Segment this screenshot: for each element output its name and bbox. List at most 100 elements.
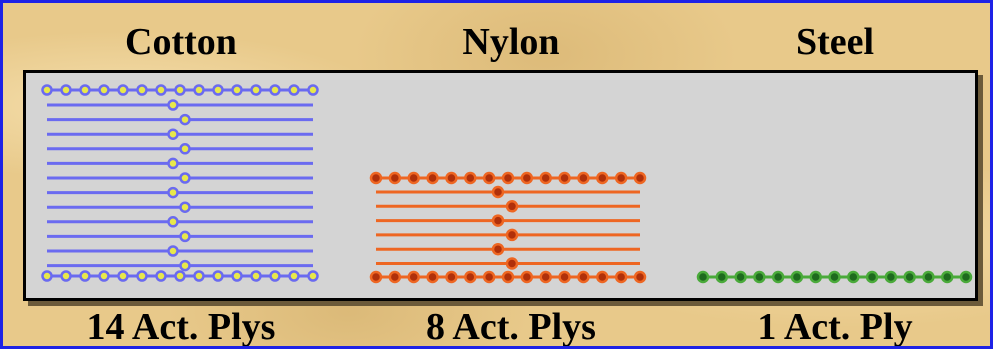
- cotton-top-row-bead: [79, 84, 91, 96]
- cotton-top-row-bead: [193, 84, 205, 96]
- nylon-top-row-bead: [520, 171, 534, 185]
- cotton-top-row-bead: [41, 84, 53, 96]
- cotton-top-row-bead: [174, 84, 186, 96]
- nylon-bottom-row-bead: [558, 270, 571, 284]
- nylon-splice-knot: [505, 228, 519, 242]
- cotton-top-row-bead: [98, 84, 110, 96]
- nylon-bottom-row-bead: [464, 270, 477, 284]
- nylon-bottom-row-bead: [482, 270, 496, 284]
- nylon-bottom-row-bead: [426, 270, 439, 284]
- nylon-top-row-bead: [614, 171, 628, 185]
- nylon-top-row-bead: [426, 171, 439, 185]
- nylon-bottom-row-bead: [501, 270, 515, 284]
- cotton-bottom-row-bead: [269, 270, 281, 282]
- cotton-splice-knot: [167, 245, 179, 257]
- steel-row-bead: [696, 270, 710, 284]
- cotton-splice-knot: [167, 186, 179, 199]
- cotton-top-row-bead: [117, 84, 129, 96]
- cotton-ply-count: 14 Act. Plys: [86, 306, 276, 348]
- cotton-splice-knot: [179, 201, 191, 213]
- steel-row-bead: [847, 270, 860, 284]
- steel-row-bead: [809, 270, 822, 284]
- nylon-top-row-bead: [577, 171, 590, 185]
- cotton-bottom-row-bead: [288, 270, 300, 282]
- nylon-bottom-row-bead: [633, 270, 647, 284]
- nylon-splice-knot: [505, 200, 519, 213]
- cotton-bottom-row-bead: [60, 270, 72, 282]
- nylon-splice-knot: [505, 257, 519, 270]
- cotton-bottom-row-bead: [117, 270, 129, 282]
- cotton-bottom-row-bead: [193, 270, 205, 282]
- nylon-top-row-bead: [596, 171, 609, 185]
- cotton-top-row-bead: [288, 84, 300, 96]
- cotton-bottom-row-bead: [41, 270, 53, 282]
- nylon-top-row-bead: [407, 171, 420, 185]
- steel-row-bead: [922, 270, 935, 284]
- nylon-bottom-row-bead: [407, 270, 420, 284]
- nylon-bottom-row-bead: [369, 270, 383, 284]
- cotton-splice-knot: [167, 99, 179, 111]
- nylon-bottom-row-bead: [596, 270, 609, 284]
- nylon-top-row-bead: [482, 171, 496, 185]
- cotton-bottom-row-bead: [231, 270, 243, 282]
- steel-row-bead: [940, 270, 954, 284]
- steel-row-bead: [828, 270, 841, 284]
- cotton-top-row-bead: [155, 84, 167, 96]
- cotton-splice-knot: [167, 128, 179, 140]
- nylon-top-row-bead: [464, 171, 477, 185]
- nylon-bottom-row-bead: [577, 270, 590, 284]
- cotton-top-row-bead: [250, 84, 262, 96]
- nylon-bottom-row-bead: [520, 270, 534, 284]
- nylon-bottom-row-bead: [614, 270, 628, 284]
- cotton-splice-knot: [179, 230, 191, 243]
- cotton-bottom-row-bead: [98, 270, 110, 282]
- nylon-top-row-bead: [539, 171, 552, 185]
- cotton-bottom-row-bead: [174, 270, 186, 282]
- cotton-splice-knot: [179, 113, 191, 126]
- cotton-bottom-row-bead: [212, 270, 224, 282]
- nylon-splice-knot: [491, 214, 505, 227]
- nylon-bottom-row-bead: [539, 270, 552, 284]
- steel-row-bead: [790, 270, 804, 284]
- steel-row-bead: [715, 270, 729, 284]
- nylon-splice-knot: [491, 242, 505, 256]
- cotton-bottom-row-bead: [250, 270, 262, 282]
- nylon-top-row-bead: [501, 171, 515, 185]
- cotton-top-row-bead: [269, 84, 281, 96]
- steel-row-bead: [884, 270, 898, 284]
- nylon-top-row-bead: [558, 171, 571, 185]
- cotton-heading: Cotton: [125, 21, 237, 63]
- steel-heading: Steel: [795, 21, 875, 63]
- cotton-splice-knot: [167, 157, 179, 170]
- nylon-heading: Nylon: [462, 21, 560, 63]
- cotton-splice-knot: [179, 172, 191, 184]
- steel-row-bead: [865, 270, 879, 284]
- steel-ply-count: 1 Act. Ply: [757, 306, 913, 348]
- nylon-top-row-bead: [633, 171, 647, 185]
- cotton-top-row-bead: [231, 84, 243, 96]
- steel-row-bead: [959, 270, 973, 284]
- cotton-splice-knot: [167, 216, 179, 228]
- ply-illustration: [41, 84, 973, 284]
- nylon-ply-count: 8 Act. Plys: [426, 306, 596, 348]
- nylon-top-row-bead: [369, 171, 383, 185]
- nylon-splice-knot: [491, 185, 505, 199]
- cotton-splice-knot: [179, 143, 191, 155]
- nylon-top-row-bead: [388, 171, 402, 185]
- cotton-bottom-row-bead: [155, 270, 167, 282]
- nylon-bottom-row-bead: [388, 270, 402, 284]
- cotton-bottom-row-bead: [79, 270, 91, 282]
- nylon-top-row-bead: [445, 171, 458, 185]
- steel-row-bead: [903, 270, 916, 284]
- cotton-bottom-row-bead: [307, 270, 319, 282]
- cotton-top-row-bead: [136, 84, 148, 96]
- cotton-top-row-bead: [212, 84, 224, 96]
- steel-row-bead: [771, 270, 785, 284]
- steel-row-bead: [734, 270, 747, 284]
- cotton-top-row-bead: [60, 84, 72, 96]
- cotton-top-row-bead: [307, 84, 319, 96]
- steel-row-bead: [753, 270, 766, 284]
- nylon-bottom-row-bead: [445, 270, 458, 284]
- cotton-splice-knot: [179, 259, 191, 272]
